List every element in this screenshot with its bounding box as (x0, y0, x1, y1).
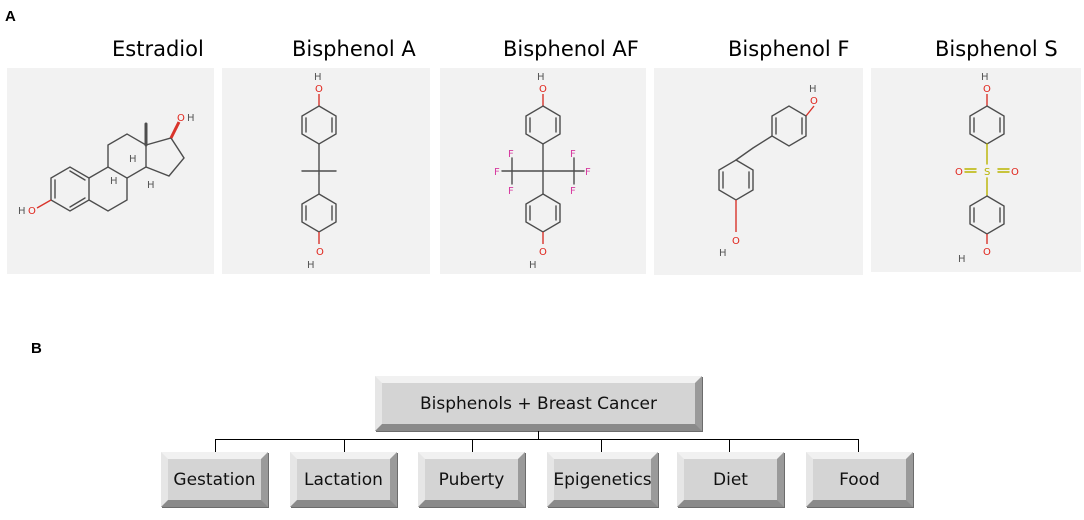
hydrogen-label: H (307, 260, 315, 271)
compound-name-bisphenol-f: Bisphenol F (728, 37, 850, 61)
hydrogen-label: H (529, 260, 537, 271)
hydrogen-label: H (809, 84, 817, 95)
bisphenol-a-structure: H O O H (222, 68, 430, 274)
connector-drop (858, 439, 859, 453)
oxygen-label: O (732, 236, 740, 247)
connector-drop (472, 439, 473, 453)
hydrogen-label: H (719, 248, 727, 259)
hydrogen-label: H (187, 113, 195, 124)
oxygen-label: O (810, 96, 818, 107)
oxygen-label: O (539, 84, 547, 95)
oxygen-label: O (983, 84, 991, 95)
fluorine-label: F (585, 167, 591, 178)
oxygen-label: O (1011, 167, 1019, 178)
hydrogen-label: H (110, 176, 118, 187)
hydrogen-label: H (314, 72, 322, 83)
child-node-puberty: Puberty (418, 452, 525, 507)
oxygen-label: O (316, 247, 324, 258)
child-node-food: Food (806, 452, 913, 507)
connector-drop (344, 439, 345, 453)
hydrogen-label: H (129, 154, 137, 165)
panel-a-label: A (5, 8, 16, 25)
fluorine-label: F (494, 167, 500, 178)
hydrogen-label: H (958, 254, 966, 265)
hydrogen-label: H (981, 72, 989, 83)
bisphenol-af-structure: H O F F F F F F O H (440, 68, 646, 274)
hydrogen-label: H (18, 206, 26, 217)
estradiol-structure: O H O H H H H (7, 68, 214, 274)
oxygen-label: O (315, 84, 323, 95)
connector-trunk (538, 431, 539, 440)
compound-name-bisphenol-s: Bisphenol S (935, 37, 1058, 61)
child-node-diet: Diet (677, 452, 784, 507)
oxygen-label: O (177, 113, 185, 124)
fluorine-label: F (508, 186, 514, 197)
child-node-lactation: Lactation (290, 452, 397, 507)
compound-name-bisphenol-a: Bisphenol A (292, 37, 416, 61)
compound-name-bisphenol-af: Bisphenol AF (503, 37, 639, 61)
oxygen-label: O (955, 167, 963, 178)
hydrogen-label: H (147, 180, 155, 191)
bisphenol-f-structure: H O O H (654, 68, 863, 275)
sulfur-label: S (984, 167, 990, 178)
fluorine-label: F (570, 149, 576, 160)
connector-drop (215, 439, 216, 453)
root-node-box: Bisphenols + Breast Cancer (375, 376, 702, 431)
oxygen-label: O (983, 247, 991, 258)
child-node-epigenetics: Epigenetics (547, 452, 658, 507)
connector-horizontal (215, 439, 858, 440)
compound-name-estradiol: Estradiol (112, 37, 204, 61)
panel-b-label: B (31, 340, 42, 357)
fluorine-label: F (508, 149, 514, 160)
connector-drop (729, 439, 730, 453)
child-node-gestation: Gestation (161, 452, 268, 507)
oxygen-label: O (28, 206, 36, 217)
connector-drop (601, 439, 602, 453)
oxygen-label: O (539, 247, 547, 258)
bisphenol-s-structure: H O S O O O H (871, 68, 1081, 272)
fluorine-label: F (570, 186, 576, 197)
hydrogen-label: H (537, 72, 545, 83)
